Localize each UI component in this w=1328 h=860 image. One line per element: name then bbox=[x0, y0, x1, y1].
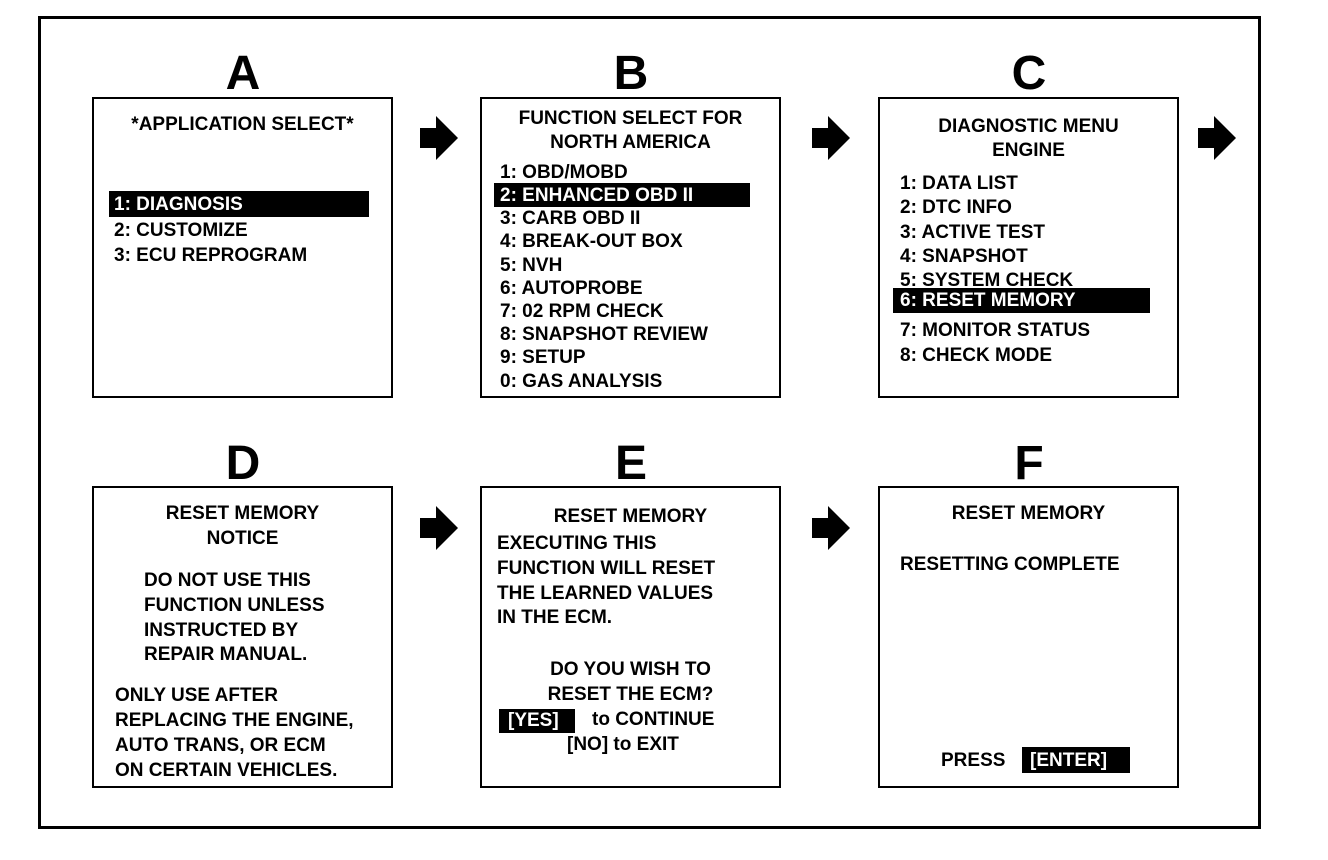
panel-title-line: RESET MEMORY bbox=[165, 503, 320, 524]
question-line: RESET THE ECM? bbox=[547, 684, 714, 705]
menu-item[interactable]: 4: BREAK-OUT BOX bbox=[500, 231, 683, 252]
warning-line: AUTO TRANS, OR ECM bbox=[115, 735, 326, 756]
notice-line: DO NOT USE THIS bbox=[144, 570, 311, 591]
enter-key-button[interactable]: [ENTER] bbox=[1030, 750, 1108, 771]
menu-item[interactable]: 7: 02 RPM CHECK bbox=[500, 301, 664, 322]
menu-item-diagnosis[interactable]: 1: DIAGNOSIS bbox=[114, 194, 243, 215]
panel-title: *APPLICATION SELECT* bbox=[131, 114, 354, 135]
step-letter-d: D bbox=[225, 437, 261, 490]
menu-item[interactable]: 5: NVH bbox=[500, 255, 563, 276]
menu-item[interactable]: 1: OBD/MOBD bbox=[500, 162, 628, 183]
arrow-right-icon bbox=[420, 116, 458, 160]
body-line: EXECUTING THIS bbox=[497, 533, 657, 554]
notice-line: INSTRUCTED BY bbox=[144, 620, 299, 641]
panel-application-select: *APPLICATION SELECT* 1: DIAGNOSIS 2: CUS… bbox=[92, 97, 393, 398]
step-letter-e: E bbox=[614, 437, 647, 490]
selection-highlight bbox=[494, 183, 750, 207]
panel-title-line: NORTH AMERICA bbox=[550, 132, 711, 153]
panel-title: RESET MEMORY bbox=[553, 506, 708, 527]
yes-key-button[interactable]: [YES] bbox=[508, 710, 559, 731]
panel-title-line: DIAGNOSTIC MENU bbox=[938, 116, 1119, 137]
panel-reset-memory-confirm: RESET MEMORY EXECUTING THIS FUNCTION WIL… bbox=[480, 486, 781, 788]
notice-line: REPAIR MANUAL. bbox=[144, 644, 308, 665]
panel-diagnostic-menu: DIAGNOSTIC MENU ENGINE 1: DATA LIST 2: D… bbox=[878, 97, 1179, 398]
diagram-frame bbox=[38, 16, 1261, 829]
menu-item[interactable]: 5: SYSTEM CHECK bbox=[900, 270, 1074, 291]
menu-item[interactable]: 8: SNAPSHOT REVIEW bbox=[500, 324, 708, 345]
menu-item[interactable]: 6: AUTOPROBE bbox=[500, 278, 643, 299]
notice-line: FUNCTION UNLESS bbox=[144, 595, 325, 616]
panel-title: RESET MEMORY bbox=[951, 503, 1106, 524]
menu-item[interactable]: 3: CARB OBD II bbox=[500, 208, 641, 229]
body-line: IN THE ECM. bbox=[497, 607, 613, 628]
panel-function-select: FUNCTION SELECT FOR NORTH AMERICA 1: OBD… bbox=[480, 97, 781, 398]
menu-item[interactable]: 8: CHECK MODE bbox=[900, 345, 1053, 366]
press-label: PRESS bbox=[941, 750, 1006, 771]
step-letter-b: B bbox=[613, 47, 649, 100]
body-line: FUNCTION WILL RESET bbox=[497, 558, 716, 579]
menu-item[interactable]: 7: MONITOR STATUS bbox=[900, 320, 1090, 341]
no-key-button[interactable]: [NO] to EXIT bbox=[567, 734, 679, 755]
panel-reset-memory-notice: RESET MEMORY NOTICE DO NOT USE THIS FUNC… bbox=[92, 486, 393, 788]
selection-highlight bbox=[893, 288, 1150, 313]
menu-item[interactable]: 4: SNAPSHOT bbox=[900, 246, 1028, 267]
panel-title-line: FUNCTION SELECT FOR bbox=[518, 108, 743, 129]
arrow-right-icon bbox=[812, 116, 850, 160]
warning-line: REPLACING THE ENGINE, bbox=[115, 710, 354, 731]
arrow-right-icon bbox=[1198, 116, 1236, 160]
step-letter-c: C bbox=[1011, 47, 1047, 100]
menu-item-ecu-reprogram[interactable]: 3: ECU REPROGRAM bbox=[114, 245, 308, 266]
menu-item[interactable]: 1: DATA LIST bbox=[900, 173, 1018, 194]
menu-item-customize[interactable]: 2: CUSTOMIZE bbox=[114, 220, 248, 241]
menu-item[interactable]: 3: ACTIVE TEST bbox=[900, 222, 1045, 243]
step-letter-f: F bbox=[1014, 437, 1044, 490]
menu-item[interactable]: 2: DTC INFO bbox=[900, 197, 1012, 218]
yes-key-highlight bbox=[499, 709, 575, 733]
menu-item[interactable]: 9: SETUP bbox=[500, 347, 586, 368]
arrow-right-icon bbox=[420, 506, 458, 550]
panel-title-line: ENGINE bbox=[992, 140, 1065, 161]
selection-highlight bbox=[109, 191, 369, 217]
continue-label: to CONTINUE bbox=[592, 709, 715, 730]
panel-title-line: NOTICE bbox=[206, 528, 279, 549]
body-line: THE LEARNED VALUES bbox=[497, 583, 714, 604]
menu-item[interactable]: 6: RESET MEMORY bbox=[900, 290, 1076, 311]
arrow-right-icon bbox=[812, 506, 850, 550]
question-line: DO YOU WISH TO bbox=[550, 659, 711, 680]
panel-reset-complete: RESET MEMORY RESETTING COMPLETE PRESS [E… bbox=[878, 486, 1179, 788]
status-text: RESETTING COMPLETE bbox=[900, 554, 1120, 575]
enter-key-highlight bbox=[1022, 747, 1130, 773]
step-letter-a: A bbox=[225, 47, 261, 100]
menu-item[interactable]: 0: GAS ANALYSIS bbox=[500, 371, 663, 392]
warning-line: ONLY USE AFTER bbox=[115, 685, 278, 706]
menu-item[interactable]: 2: ENHANCED OBD II bbox=[500, 185, 694, 206]
warning-line: ON CERTAIN VEHICLES. bbox=[115, 760, 338, 781]
